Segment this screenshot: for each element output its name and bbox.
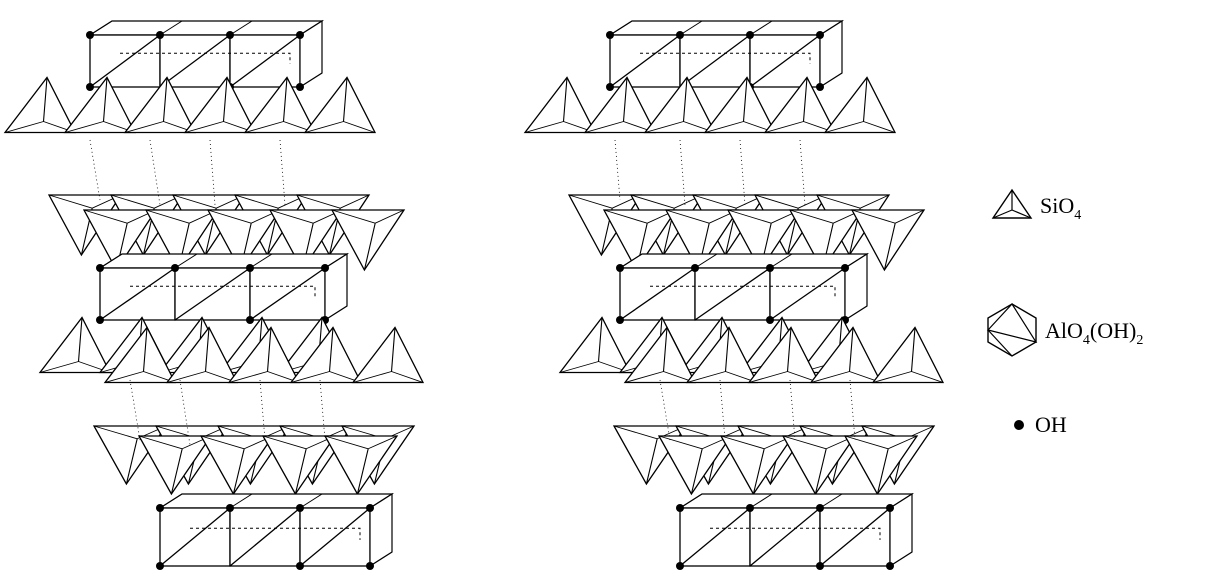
tetrahedron [560,318,630,373]
hydroxyl-dot [296,83,304,91]
tetrahedron [305,78,375,133]
layer-column [525,21,943,570]
tetrahedral-sheet-up [105,328,423,383]
hydroxyl-dot [246,264,254,272]
octahedral-sheet [616,254,867,324]
octahedral-sheet [676,494,912,570]
tetrahedron [353,328,423,383]
hydroxyl-dot [606,83,614,91]
hydroxyl-dot [96,264,104,272]
hydroxyl-dot [226,504,234,512]
hydroxyl-dot [816,83,824,91]
hydroxyl-dot [766,264,774,272]
dotted-guide [90,140,100,200]
hydroxyl-dot [96,316,104,324]
hydroxyl-dot [246,316,254,324]
layer-column [5,21,423,570]
hydroxyl-dot [886,562,894,570]
hydroxyl-dot [156,562,164,570]
hydroxyl-dot [321,264,329,272]
tetrahedral-sheet-up [625,328,943,383]
hydroxyl-dot [366,504,374,512]
dotted-guide [615,140,620,200]
tetrahedral-sheet-down [139,436,397,494]
legend-dot-icon [1014,420,1024,430]
hydroxyl-dot [606,31,614,39]
hydroxyl-dot [676,31,684,39]
legend-tetrahedron-label: SiO4 [1040,193,1081,223]
hydroxyl-dot [156,31,164,39]
legend-octahedron-label: AlO4(OH)2 [1045,318,1143,348]
hydroxyl-dot [616,316,624,324]
tetrahedron [873,328,943,383]
hydroxyl-dot [676,504,684,512]
hydroxyl-dot [691,264,699,272]
tetrahedron [525,78,595,133]
hydroxyl-dot [746,31,754,39]
hydroxyl-dot [816,504,824,512]
hydroxyl-dot [171,264,179,272]
hydroxyl-dot [616,264,624,272]
octahedral-sheet [96,254,347,324]
legend-tetrahedron-icon [993,190,1031,218]
hydroxyl-dot [296,504,304,512]
tetrahedron [5,78,75,133]
legend-octahedron-icon [988,304,1036,356]
hydroxyl-dot [816,31,824,39]
hydroxyl-dot [366,562,374,570]
layer-structures [5,21,943,570]
hydroxyl-dot [226,31,234,39]
hydroxyl-dot [296,31,304,39]
legend: SiO4 AlO4(OH)2 OH [988,190,1143,437]
hydroxyl-dot [886,504,894,512]
legend-hydroxyl-label: OH [1035,412,1067,437]
hydroxyl-dot [86,83,94,91]
hydroxyl-dot [156,504,164,512]
octahedral-sheet [156,494,392,570]
hydroxyl-dot [816,562,824,570]
hydroxyl-dot [766,316,774,324]
hydroxyl-dot [746,504,754,512]
tetrahedral-sheet-down [659,436,917,494]
hydroxyl-dot [676,562,684,570]
hydroxyl-dot [296,562,304,570]
tetrahedron [40,318,110,373]
hydroxyl-dot [841,264,849,272]
tetrahedron [825,78,895,133]
hydroxyl-dot [86,31,94,39]
